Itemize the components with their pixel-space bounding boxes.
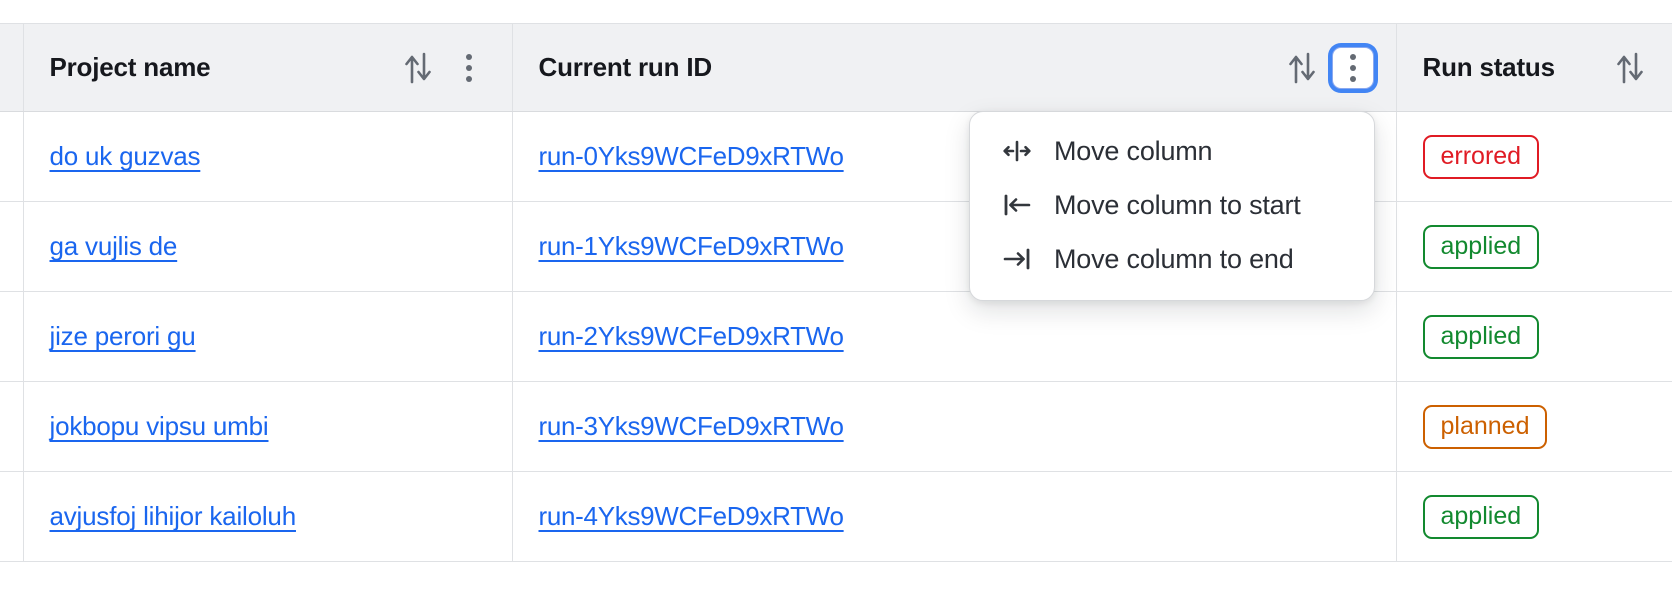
cell-run-status: applied (1396, 471, 1672, 562)
move-to-start-icon (1002, 190, 1032, 220)
kebab-menu-icon-project-name[interactable] (448, 47, 490, 89)
status-badge: applied (1422, 314, 1540, 359)
menu-item-move-column[interactable]: Move column (970, 124, 1374, 178)
header-current-run-id[interactable]: Current run ID (512, 23, 1397, 112)
kebab-dots (1349, 53, 1356, 82)
header-label-project-name: Project name (49, 52, 211, 82)
table-row: do uk guzvas run-0Yks9WCFeD9xRTWo errore… (0, 111, 1672, 202)
cell-project-name: jokbopu vipsu umbi (23, 381, 513, 472)
menu-item-move-column-to-start[interactable]: Move column to start (970, 178, 1374, 232)
row-select-cell[interactable] (0, 201, 24, 292)
cell-current-run-id: run-2Yks9WCFeD9xRTWo (512, 291, 1397, 382)
row-select-cell[interactable] (0, 471, 24, 562)
cell-run-status: errored (1396, 111, 1672, 202)
projects-table: Project name (0, 23, 1672, 562)
status-badge: applied (1422, 494, 1540, 539)
table-row: jize perori gu run-2Yks9WCFeD9xRTWo appl… (0, 291, 1672, 382)
menu-item-label: Move column (1054, 135, 1213, 166)
status-badge: errored (1422, 134, 1540, 179)
status-badge: planned (1422, 404, 1548, 449)
header-row: Project name (0, 23, 1672, 112)
project-name-link[interactable]: jize perori gu (49, 321, 196, 351)
header-label-run-status: Run status (1422, 52, 1556, 82)
sort-arrows-icon[interactable] (398, 46, 438, 90)
run-id-link[interactable]: run-2Yks9WCFeD9xRTWo (538, 321, 844, 351)
cell-current-run-id: run-3Yks9WCFeD9xRTWo (512, 381, 1397, 472)
column-options-menu: Move column Move column to start Move co… (969, 111, 1375, 301)
project-name-link[interactable]: ga vujlis de (49, 231, 178, 261)
cell-run-status: applied (1396, 291, 1672, 382)
header-run-status[interactable]: Run status (1396, 23, 1672, 112)
move-column-icon (1002, 136, 1032, 166)
run-id-link[interactable]: run-3Yks9WCFeD9xRTWo (538, 411, 844, 441)
sort-arrows-icon[interactable] (1610, 46, 1650, 90)
cell-project-name: ga vujlis de (23, 201, 513, 292)
run-id-link[interactable]: run-4Yks9WCFeD9xRTWo (538, 501, 844, 531)
project-name-link[interactable]: jokbopu vipsu umbi (49, 411, 269, 441)
sort-arrows-icon[interactable] (1282, 46, 1322, 90)
row-select-cell[interactable] (0, 381, 24, 472)
table-row: avjusfoj lihijor kailoluh run-4Yks9WCFeD… (0, 471, 1672, 562)
row-select-cell[interactable] (0, 111, 24, 202)
project-name-link[interactable]: do uk guzvas (49, 141, 201, 171)
header-project-name[interactable]: Project name (23, 23, 513, 112)
run-id-link[interactable]: run-1Yks9WCFeD9xRTWo (538, 231, 844, 261)
cell-run-status: planned (1396, 381, 1672, 472)
cell-project-name: do uk guzvas (23, 111, 513, 202)
row-select-cell[interactable] (0, 291, 24, 382)
project-name-link[interactable]: avjusfoj lihijor kailoluh (49, 501, 297, 531)
table-body: do uk guzvas run-0Yks9WCFeD9xRTWo errore… (0, 111, 1672, 562)
header-label-current-run-id: Current run ID (538, 52, 713, 82)
cell-run-status: applied (1396, 201, 1672, 292)
table-row: ga vujlis de run-1Yks9WCFeD9xRTWo applie… (0, 201, 1672, 292)
kebab-dots (465, 53, 472, 82)
status-badge: applied (1422, 224, 1540, 269)
cell-project-name: jize perori gu (23, 291, 513, 382)
move-to-end-icon (1002, 244, 1032, 274)
run-id-link[interactable]: run-0Yks9WCFeD9xRTWo (538, 141, 844, 171)
menu-item-label: Move column to end (1054, 243, 1294, 274)
menu-item-label: Move column to start (1054, 189, 1301, 220)
table-row: jokbopu vipsu umbi run-3Yks9WCFeD9xRTWo … (0, 381, 1672, 472)
table-header: Project name (0, 23, 1672, 112)
menu-item-move-column-to-end[interactable]: Move column to end (970, 232, 1374, 286)
cell-current-run-id: run-4Yks9WCFeD9xRTWo (512, 471, 1397, 562)
cell-project-name: avjusfoj lihijor kailoluh (23, 471, 513, 562)
kebab-menu-icon-current-run-id[interactable] (1331, 46, 1374, 89)
header-select-column (0, 23, 24, 112)
